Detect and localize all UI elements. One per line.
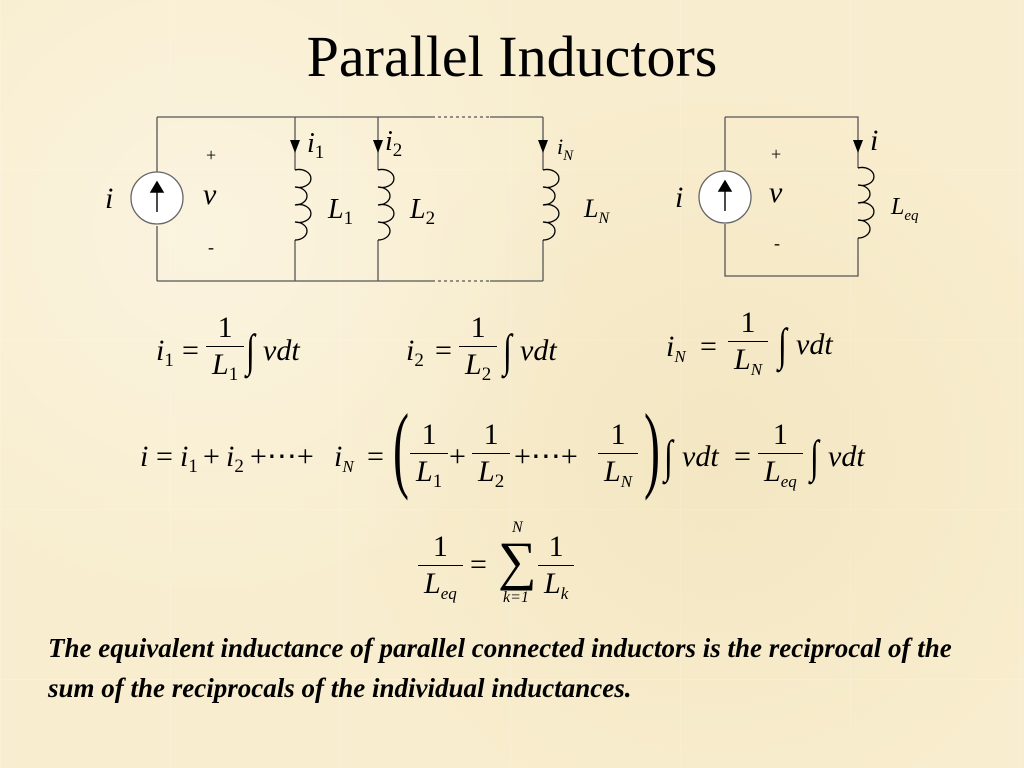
current-arrow-eq (853, 140, 863, 153)
inductor-label-n: LN (584, 194, 610, 227)
eq2-equals: = (435, 334, 452, 367)
sum-equals-2: = (367, 440, 384, 473)
current-arrow-1 (290, 140, 300, 153)
eq3-integral: ∫ (778, 319, 787, 370)
inductor-coil-n (542, 168, 560, 241)
inductor-coil-1 (294, 168, 312, 241)
sum-plus-2: + (449, 440, 466, 473)
eq1-lhs: i1 (156, 334, 174, 371)
eq2-integral: ∫ (503, 325, 512, 376)
eq3-equals: = (700, 330, 717, 363)
eq-branch-current: i (870, 124, 879, 157)
sum-integral-2: ∫ (810, 431, 819, 482)
eq-plus-sign: + (771, 144, 782, 164)
current-arrow-n (538, 140, 548, 153)
right-paren: ) (644, 394, 660, 501)
inductor-label-1: L1 (328, 194, 354, 229)
sum-i1: i1 (180, 440, 198, 477)
eq1-equals: = (182, 334, 199, 367)
sum-equals-1: = (156, 440, 173, 473)
sum-plus-1: + (203, 440, 220, 473)
inductor-coil-eq (857, 166, 875, 239)
sum-vdt-2: vdt (828, 440, 865, 473)
current-source-left (130, 171, 184, 225)
source-current-label: i (105, 182, 114, 215)
plus-sign: + (206, 145, 217, 165)
sigma-upper: N (512, 519, 523, 536)
page-title: Parallel Inductors (306, 24, 718, 89)
sum-dots-1: +⋯+ (250, 440, 314, 473)
sum-i2: i2 (226, 440, 244, 477)
inductor-label-2: L2 (410, 194, 436, 229)
current-arrow-2 (373, 140, 383, 153)
sum-i: i (140, 440, 149, 473)
eq-voltage-label: v (769, 176, 783, 209)
sigma-lower: k=1 (503, 589, 529, 606)
branch-current-n: iN (557, 134, 574, 164)
sigma-symbol: ∑ (498, 531, 537, 591)
branch-current-1: i1 (307, 128, 325, 163)
circuit-diagram (130, 116, 875, 282)
caption-text: The equivalent inductance of parallel co… (48, 633, 952, 703)
sum-dots-2: +⋯+ (514, 440, 578, 473)
final-equals: = (470, 548, 487, 581)
current-source-right (698, 170, 752, 224)
inductor-coil-2 (377, 168, 395, 241)
eq3-lhs: iN (666, 330, 686, 366)
eq2-lhs: i2 (406, 334, 424, 371)
left-paren: ( (393, 394, 409, 501)
eq3-vdt: vdt (796, 328, 833, 361)
branch-current-2: i2 (385, 126, 403, 161)
voltage-label: v (203, 178, 217, 211)
sum-integral-1: ∫ (664, 431, 673, 482)
sum-vdt-1: vdt (682, 440, 719, 473)
eq-inductor-label: Leq (891, 194, 919, 224)
eq1-integral: ∫ (246, 325, 255, 376)
eq-source-current-label: i (675, 181, 684, 214)
eq1-vdt: vdt (263, 334, 300, 367)
minus-sign: - (208, 237, 214, 257)
sum-equals-3: = (734, 440, 751, 473)
sum-iN: iN (334, 440, 354, 476)
eq-minus-sign: - (774, 233, 780, 253)
eq2-vdt: vdt (520, 334, 557, 367)
